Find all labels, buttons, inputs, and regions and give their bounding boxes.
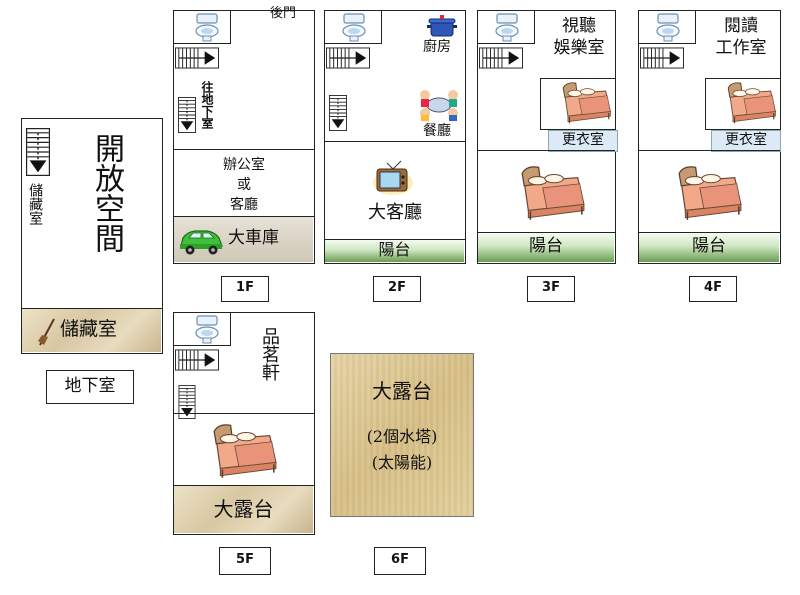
stairs-up-icon	[175, 47, 219, 69]
floor-3f-label: 3F	[527, 276, 575, 302]
stairs-down-icon	[178, 97, 196, 133]
floor-5f-label: 5F	[219, 547, 271, 575]
av-room-label-2: 娛樂室	[553, 38, 605, 58]
back-door-label: 後門	[270, 6, 297, 21]
stairs-up-icon	[479, 47, 523, 69]
bed-icon	[562, 82, 611, 124]
floor-4f-label: 4F	[689, 276, 737, 302]
television-icon	[373, 160, 413, 195]
toilet-icon	[342, 13, 366, 42]
basement-storage-strip: 儲藏室	[22, 309, 161, 352]
balcony-label-4f: 陽台	[692, 236, 726, 256]
office-label-3: 客廳	[230, 197, 258, 213]
solar-note: (太陽能)	[371, 453, 433, 472]
office-label-1: 辦公室	[223, 157, 265, 173]
roof-terrace-label: 大露台	[372, 379, 432, 403]
stairs-up-icon	[326, 47, 370, 69]
basement-plan: 儲藏室 開放空間 儲藏室	[21, 118, 163, 354]
garage-label: 大車庫	[228, 228, 279, 248]
to-basement-label: 往地下室	[200, 81, 214, 129]
toilet-icon	[195, 13, 219, 42]
basement-storage-bottom-label: 儲藏室	[60, 318, 118, 340]
stairs-down-icon	[329, 95, 347, 131]
water-tank-note: (2個水塔)	[366, 427, 438, 446]
terrace-label-5f: 大露台	[213, 497, 274, 521]
floor-5f-plan: 品茗軒 大露台	[173, 312, 315, 535]
floor-1f-plan: 後門 往地下室 辦公室 或 客廳 大車庫	[173, 6, 315, 264]
balcony-strip-3f: 陽台	[478, 233, 614, 262]
basement-storage-left-label: 儲藏室	[27, 183, 44, 225]
balcony-label-3f: 陽台	[529, 236, 563, 256]
basement-floor-label: 地下室	[46, 370, 134, 404]
cooking-pot-icon	[427, 15, 457, 37]
kitchen-label: 廚房	[423, 39, 451, 55]
tea-room-label: 品茗軒	[259, 327, 280, 381]
floor-6f-label: 6F	[374, 547, 426, 575]
living-room-label: 大客廳	[368, 202, 422, 223]
toilet-icon	[495, 13, 519, 42]
closet-label-3f: 更衣室	[548, 130, 618, 152]
bed-icon	[213, 424, 277, 479]
study-label-2: 工作室	[715, 38, 767, 58]
stairs-up-icon	[175, 349, 219, 371]
broom-icon	[38, 318, 55, 346]
toilet-icon	[195, 315, 219, 344]
bed-icon	[727, 82, 776, 124]
basement-open-space-label: 開放空間	[89, 133, 124, 253]
floor-3f-plan: 視聽 娛樂室 更衣室 陽台	[477, 10, 618, 264]
dining-table-icon	[420, 90, 458, 121]
floor-6f-roof: 大露台 (2個水塔) (太陽能)	[330, 353, 474, 517]
study-label-1: 閱讀	[724, 16, 758, 36]
balcony-label-2f: 陽台	[378, 240, 411, 259]
bed-icon	[678, 166, 742, 221]
stairs-down-icon	[26, 127, 50, 177]
floor-4f-plan: 閱讀 工作室 更衣室 陽台	[638, 10, 781, 264]
office-label-2: 或	[237, 177, 251, 193]
floor-1f-label: 1F	[221, 276, 269, 302]
car-icon	[180, 230, 223, 255]
bed-icon	[521, 166, 585, 221]
stairs-up-icon	[640, 47, 684, 69]
av-room-label-1: 視聽	[562, 16, 596, 36]
floor-2f-label: 2F	[373, 276, 421, 302]
terrace-strip-5f: 大露台	[174, 486, 313, 533]
floor-2f-plan: 廚房 餐廳 大客廳 陽台	[324, 10, 466, 264]
closet-label-4f: 更衣室	[711, 130, 781, 152]
toilet-icon	[656, 13, 680, 42]
garage-strip: 大車庫	[174, 217, 313, 262]
balcony-strip-4f: 陽台	[639, 233, 779, 262]
balcony-strip-2f: 陽台	[325, 240, 464, 262]
dining-label: 餐廳	[423, 123, 451, 139]
